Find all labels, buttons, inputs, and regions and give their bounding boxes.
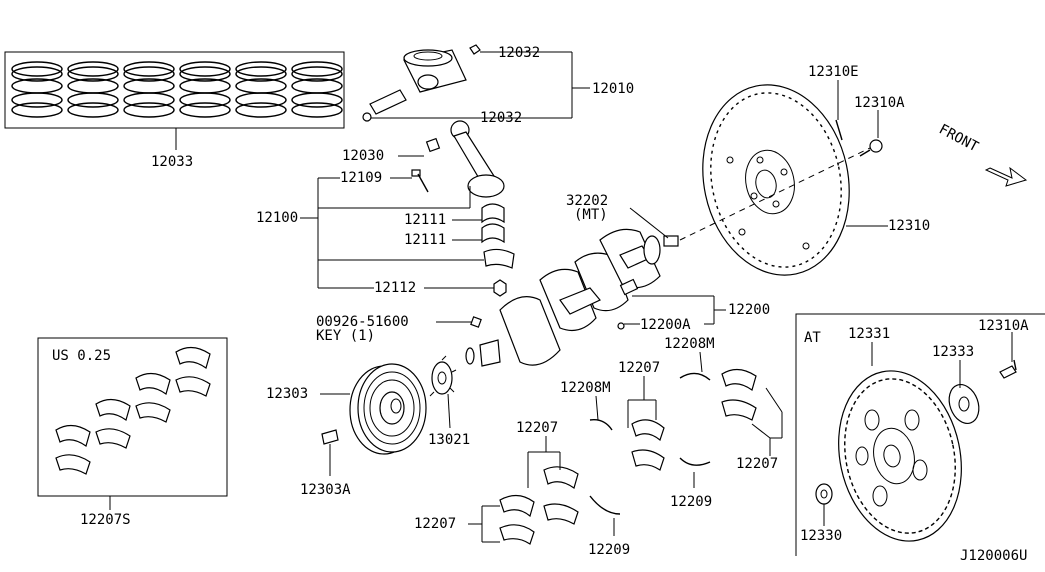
- label-12200: 12200: [728, 302, 770, 318]
- label-13021: 13021: [428, 432, 470, 448]
- label-12303a: 12303A: [300, 482, 351, 498]
- label-12010: 12010: [592, 81, 634, 97]
- label-12200a: 12200A: [640, 317, 691, 333]
- label-00926-51600: 00926-51600: [316, 314, 409, 330]
- label-12209-right: 12209: [670, 494, 712, 510]
- diagram-reference-code: J120006U: [960, 548, 1027, 564]
- label-12333: 12333: [932, 344, 974, 360]
- label-key: KEY (1): [316, 328, 375, 344]
- undersize-bearing-set: US 0.25: [37, 337, 228, 497]
- at-drive-plate-set: AT: [795, 313, 1045, 556]
- label-at: AT: [804, 330, 821, 346]
- label-32202: 32202: [566, 193, 608, 209]
- label-12208m-left: 12208M: [560, 380, 611, 396]
- label-us-025: US 0.25: [52, 348, 111, 364]
- label-12303: 12303: [266, 386, 308, 402]
- label-12032-top: 12032: [498, 45, 540, 61]
- label-front: FRONT: [936, 121, 981, 155]
- label-12310a-at: 12310A: [978, 318, 1029, 334]
- label-12207-c: 12207: [736, 456, 778, 472]
- label-12109: 12109: [340, 170, 382, 186]
- crank-sprocket: [429, 355, 457, 397]
- label-12330: 12330: [800, 528, 842, 544]
- main-bearings: [499, 368, 757, 545]
- label-mt: (MT): [574, 207, 608, 223]
- label-12310: 12310: [888, 218, 930, 234]
- front-arrow: FRONT: [936, 121, 1028, 187]
- label-12207-d: 12207: [414, 516, 456, 532]
- label-12207s: 12207S: [80, 512, 131, 528]
- label-12033: 12033: [151, 154, 193, 170]
- label-12208m-right: 12208M: [664, 336, 715, 352]
- label-12209-left: 12209: [588, 542, 630, 558]
- label-12207-a: 12207: [618, 360, 660, 376]
- label-12112: 12112: [374, 280, 416, 296]
- crank-pulley: [321, 363, 427, 455]
- label-12032-bottom: 12032: [480, 110, 522, 126]
- label-12310a: 12310A: [854, 95, 905, 111]
- flywheel-mt: [702, 84, 883, 276]
- label-12100: 12100: [256, 210, 298, 226]
- crankshaft: [465, 228, 679, 367]
- label-12111-a: 12111: [404, 212, 446, 228]
- label-12111-b: 12111: [404, 232, 446, 248]
- label-12331: 12331: [848, 326, 890, 342]
- piston-ring-set: [4, 51, 345, 129]
- connecting-rod: [411, 120, 515, 297]
- label-12310e: 12310E: [808, 64, 859, 80]
- label-12207-b: 12207: [516, 420, 558, 436]
- piston: [362, 44, 481, 122]
- label-12030: 12030: [342, 148, 384, 164]
